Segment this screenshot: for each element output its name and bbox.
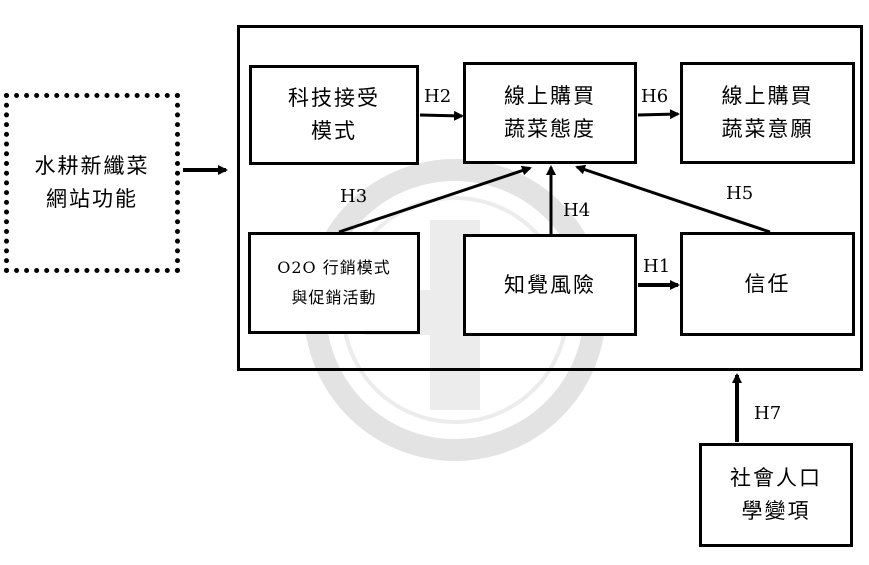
h7-label: H7 <box>754 403 782 424</box>
h6-label: H6 <box>641 86 669 107</box>
tam-label: 科技接受 模式 <box>288 86 380 143</box>
demographics-node: 社會人口 學變項 <box>699 443 853 547</box>
h6-arrow <box>637 109 680 120</box>
h3-arrow <box>338 165 532 234</box>
h1-label: H1 <box>643 256 671 277</box>
h2-label: H2 <box>424 86 452 107</box>
trust-label: 信任 <box>744 271 791 296</box>
o2o-node: O2O 行銷模式 與促銷活動 <box>248 232 420 334</box>
trust-node: 信任 <box>680 232 855 336</box>
hydroponic-site-function-node: 水耕新纖菜 網站功能 <box>4 93 180 273</box>
tam-node: 科技接受 模式 <box>249 65 419 165</box>
perceived-risk-node: 知覺風險 <box>463 234 637 336</box>
perceived-risk-label: 知覺風險 <box>504 272 596 297</box>
attitude-node: 線上購買 蔬菜態度 <box>463 62 637 164</box>
h3-label: H3 <box>340 186 368 207</box>
intention-label: 線上購買 蔬菜意願 <box>721 84 814 141</box>
hydroponic-site-function-label: 水耕新纖菜 網站功能 <box>34 154 150 211</box>
h5-arrow <box>575 164 771 234</box>
intention-node: 線上購買 蔬菜意願 <box>680 62 855 164</box>
o2o-label: O2O 行銷模式 與促銷活動 <box>277 257 391 307</box>
demographics-label: 社會人口 學變項 <box>730 466 822 523</box>
h2-arrow <box>419 110 464 121</box>
h4-label: H4 <box>563 200 591 221</box>
h5-label: H5 <box>726 183 754 204</box>
model-frame <box>237 25 863 371</box>
attitude-label: 線上購買 蔬菜態度 <box>504 84 596 141</box>
